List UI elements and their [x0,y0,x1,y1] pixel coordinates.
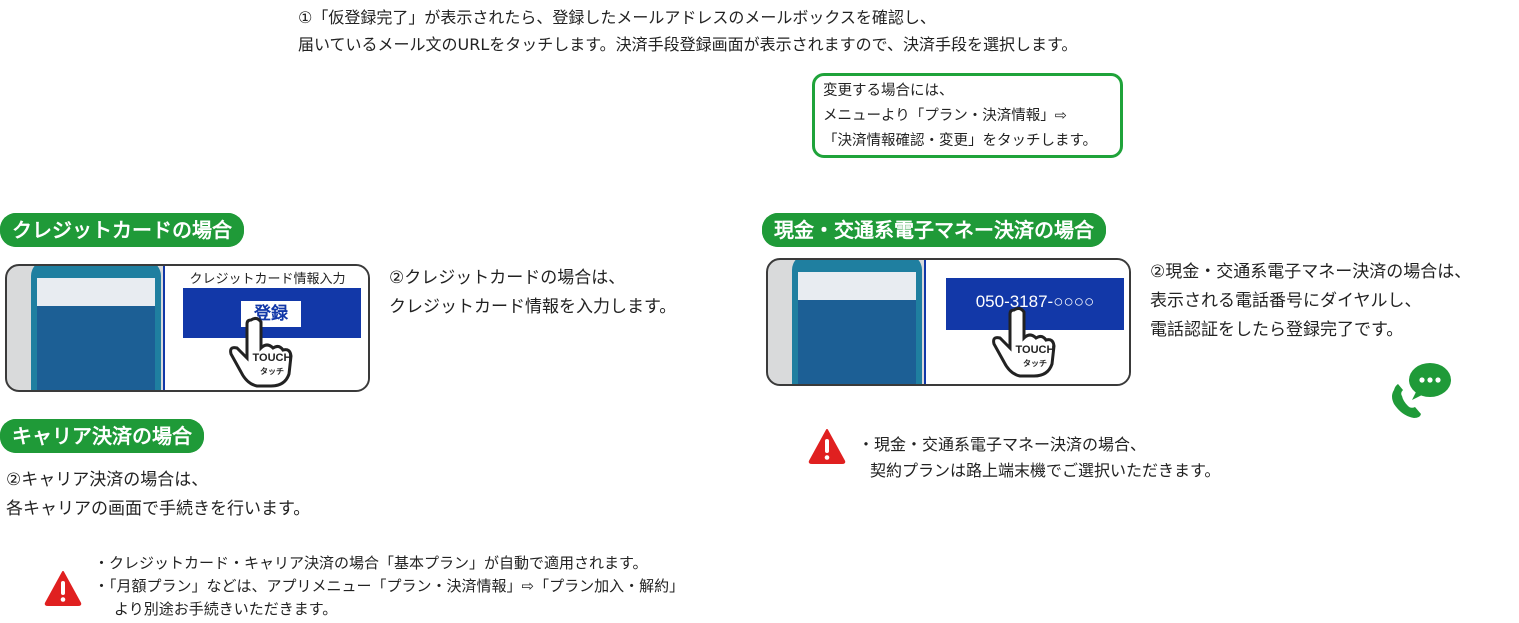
carrier-desc-line-1: ②キャリア決済の場合は、 [6,470,209,490]
cash-phone-illustration [792,260,922,384]
zoom-panel: クレジットカード情報入力 登録 TOUCH タッチ [163,266,368,390]
credit-desc-line-1: ②クレジットカードの場合は、 [389,268,626,288]
touch-label: TOUCH [252,352,292,364]
carrier-desc-line-2: 各キャリアの画面で手続きを行います。 [6,499,311,519]
intro-line-1: ①「仮登録完了」が表示されたら、登録したメールアドレスのメールボックスを確認し、 [298,8,936,27]
cash-warning-line-1: ・現金・交通系電子マネー決済の場合、 [858,435,1147,454]
cash-touch-kana: タッチ [1023,359,1047,368]
credit-illustration: クレジットカード情報入力 登録 TOUCH タッチ [5,264,370,392]
cash-phone-screen [798,272,916,384]
cash-touch-hand-icon [992,306,1056,378]
bottom-warning-text: ・クレジットカード・キャリア決済の場合「基本プラン」が自動で適用されます。 ・「… [94,552,684,621]
bottom-warning-line-1: ・クレジットカード・キャリア決済の場合「基本プラン」が自動で適用されます。 [94,554,648,572]
cash-zoom-panel: 050-3187-○○○○ TOUCH タッチ [924,260,1129,384]
change-note-box: 変更する場合には、 メニューより「プラン・決済情報」⇨ 「決済情報確認・変更」を… [812,73,1123,158]
cash-warning-icon [808,429,846,464]
warning-icon [44,571,82,606]
credit-desc-line-2: クレジットカード情報を入力します。 [389,297,677,317]
intro-line-2: 届いているメール文のURLをタッチします。決済手段登録画面が表示されますので、決… [298,35,1078,54]
cash-touch-label: TOUCH [1015,344,1055,356]
cash-blue-panel: 050-3187-○○○○ [946,278,1124,330]
change-note-line-3: 「決済情報確認・変更」をタッチします。 [823,133,1098,149]
cash-warning-text: ・現金・交通系電子マネー決済の場合、 契約プランは路上端末機でご選択いただきます… [858,432,1220,484]
phone-number[interactable]: 050-3187-○○○○ [975,292,1095,311]
bottom-warning-line-3: より別途お手続きいただきます。 [114,600,338,618]
credit-blue-panel: 登録 [183,288,361,338]
change-note-line-1: 変更する場合には、 [823,83,954,99]
cash-desc-line-3: 電話認証をしたら登録完了です。 [1150,320,1404,340]
touch-kana: タッチ [260,367,284,376]
cash-desc-line-1: ②現金・交通系電子マネー決済の場合は、 [1150,262,1472,282]
credit-description: ②クレジットカードの場合は、 クレジットカード情報を入力します。 [389,264,676,322]
credit-panel-title: クレジットカード情報入力 [189,272,346,287]
carrier-description: ②キャリア決済の場合は、 各キャリアの画面で手続きを行います。 [6,466,310,524]
cash-desc-line-2: 表示される電話番号にダイヤルし、 [1150,291,1422,311]
cash-illustration: 050-3187-○○○○ TOUCH タッチ [766,258,1131,386]
cash-description: ②現金・交通系電子マネー決済の場合は、 表示される電話番号にダイヤルし、 電話認… [1150,258,1471,345]
cash-heading: 現金・交通系電子マネー決済の場合 [762,213,1106,247]
cash-warning-line-2: 契約プランは路上端末機でご選択いただきます。 [870,461,1221,480]
credit-heading: クレジットカードの場合 [0,213,244,247]
touch-hand-icon [229,316,293,388]
bottom-warning-line-2: ・「月額プラン」などは、アプリメニュー「プラン・決済情報」⇨「プラン加入・解約」 [94,577,685,595]
phone-illustration [31,266,161,390]
carrier-heading: キャリア決済の場合 [0,419,204,453]
intro-text: ①「仮登録完了」が表示されたら、登録したメールアドレスのメールボックスを確認し、… [298,4,1077,58]
phone-chat-icon [1392,363,1451,418]
change-note-line-2: メニューより「プラン・決済情報」⇨ [823,108,1067,124]
phone-screen [37,278,155,390]
